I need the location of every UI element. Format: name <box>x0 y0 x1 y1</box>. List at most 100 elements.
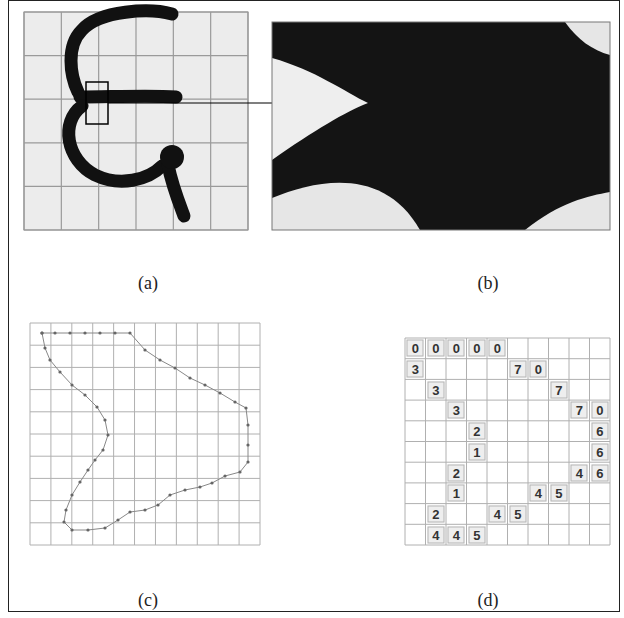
chain-code-digit: 5 <box>550 485 567 502</box>
grid-background <box>24 12 248 230</box>
background-area <box>272 183 420 230</box>
contour-point <box>58 370 61 373</box>
panel-caption: (a) <box>138 273 158 294</box>
grid-line <box>30 545 260 546</box>
chain-code-digit: 1 <box>468 443 485 460</box>
chain-code-digit: 3 <box>407 361 424 378</box>
grid-line <box>24 142 248 143</box>
grid-line <box>405 462 610 463</box>
contour-point <box>128 331 131 334</box>
grid-line <box>24 229 248 230</box>
contour-point <box>93 458 96 461</box>
grid-line <box>30 500 260 501</box>
grid-line <box>405 358 610 359</box>
grid-line <box>61 12 62 230</box>
chain-code-digit: 3 <box>448 402 465 419</box>
grid-line <box>30 389 260 390</box>
grid-line <box>405 545 610 546</box>
chain-code-digit: 0 <box>468 340 485 357</box>
contour-point <box>183 488 186 491</box>
contour-point <box>83 393 86 396</box>
chain-code-digit: 2 <box>448 464 465 481</box>
contour-point <box>40 331 43 334</box>
contour-point <box>233 400 236 403</box>
chain-code-digit: 0 <box>591 402 608 419</box>
chain-code-digit: 0 <box>427 340 444 357</box>
handwritten-character <box>69 11 184 216</box>
contour-point <box>246 443 249 446</box>
chain-code-digit: 2 <box>427 505 444 522</box>
grid-line <box>405 482 610 483</box>
chain-code-digit: 4 <box>530 485 547 502</box>
chain-code-digit: 7 <box>571 402 588 419</box>
panel-border <box>272 22 610 230</box>
contour-point <box>103 526 106 529</box>
chain-code-digit: 7 <box>550 381 567 398</box>
chain-code-digit: 1 <box>448 485 465 502</box>
contour-point <box>143 348 146 351</box>
grid-line <box>135 12 136 230</box>
chain-code-digit: 5 <box>509 505 526 522</box>
panel-caption: (c) <box>138 590 158 611</box>
contour-point <box>128 510 131 513</box>
grid-line <box>405 379 610 380</box>
contour-point <box>246 423 249 426</box>
contour-point <box>218 391 221 394</box>
contour-point <box>53 331 56 334</box>
chain-code-digit: 7 <box>509 361 526 378</box>
contour-point <box>223 474 226 477</box>
contour-point <box>116 518 119 521</box>
grid-line <box>247 12 248 230</box>
contour-point <box>238 470 241 473</box>
chain-code-digit: 0 <box>530 361 547 378</box>
stroke-gap <box>272 58 368 160</box>
grid-line <box>405 400 610 401</box>
contour-point <box>70 493 73 496</box>
grid-line <box>30 323 260 324</box>
grid-line <box>30 367 260 368</box>
panel-caption: (b) <box>478 273 499 294</box>
contour-point <box>70 528 73 531</box>
contour-point <box>158 358 161 361</box>
zoomed-stroke <box>272 22 610 230</box>
contour-point <box>113 331 116 334</box>
chain-code-digit: 2 <box>468 423 485 440</box>
contour-point <box>62 520 65 523</box>
contour-point <box>101 448 104 451</box>
grid-line <box>30 411 260 412</box>
contour-line <box>42 333 248 530</box>
contour-point <box>86 528 89 531</box>
contour-point <box>48 358 51 361</box>
contour-point <box>198 485 201 488</box>
grid-lines <box>30 323 260 545</box>
contour-point <box>106 433 109 436</box>
chain-code-digit: 6 <box>591 464 608 481</box>
contour-points <box>40 331 249 531</box>
grid-line <box>30 434 260 435</box>
stroke-blob <box>160 145 184 169</box>
panel-caption: (d) <box>478 590 499 611</box>
contour-point <box>210 481 213 484</box>
contour-point <box>40 331 43 334</box>
contour-point <box>70 383 73 386</box>
chain-code-digit: 4 <box>489 505 506 522</box>
chain-code-digit: 4 <box>448 526 465 543</box>
contour-point <box>43 346 46 349</box>
chain-code-digit: 6 <box>591 443 608 460</box>
contour-point <box>83 331 86 334</box>
grid-line <box>30 478 260 479</box>
zoom-window <box>86 82 108 124</box>
chain-code-digit: 0 <box>489 340 506 357</box>
chain-code-digit: 4 <box>427 526 444 543</box>
contour-point <box>78 480 81 483</box>
contour-point <box>143 508 146 511</box>
grid-line <box>405 420 610 421</box>
contour-point <box>68 331 71 334</box>
contour-point <box>244 406 247 409</box>
chain-code-digit: 5 <box>468 526 485 543</box>
grid-lines <box>405 338 610 545</box>
chain-code-digit: 0 <box>407 340 424 357</box>
background-area <box>525 192 610 230</box>
grid-line <box>405 524 610 525</box>
